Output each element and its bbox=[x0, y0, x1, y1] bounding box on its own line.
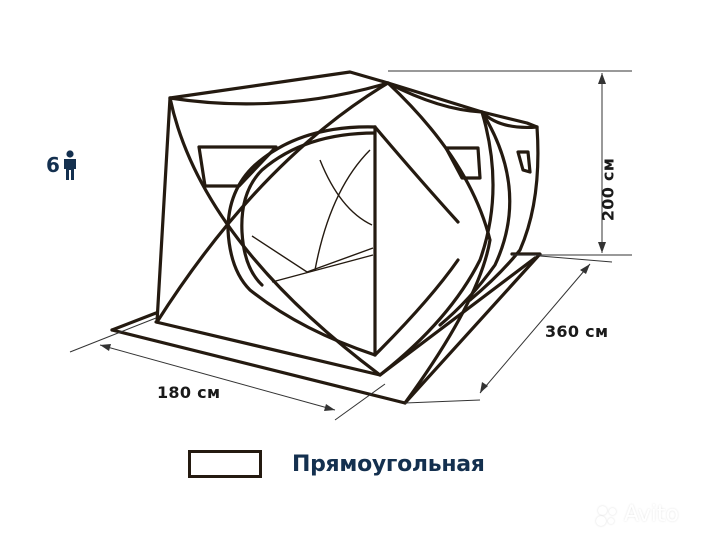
length-dimension-label: 360 см bbox=[545, 322, 609, 341]
avito-text: Avito bbox=[624, 502, 679, 527]
rectangle-swatch-icon bbox=[188, 450, 262, 478]
avito-logo-icon bbox=[596, 504, 622, 526]
height-dimension-label: 200 см bbox=[598, 157, 618, 222]
capacity-count: 6 bbox=[46, 153, 60, 177]
capacity-indicator: 6 bbox=[46, 150, 78, 180]
shape-label: Прямоугольная bbox=[292, 451, 485, 477]
tent-floor bbox=[110, 252, 542, 405]
shape-legend: Прямоугольная bbox=[188, 450, 485, 478]
person-icon bbox=[63, 150, 76, 180]
avito-watermark: Avito bbox=[596, 502, 679, 527]
width-dimension-label: 180 см bbox=[157, 383, 221, 402]
